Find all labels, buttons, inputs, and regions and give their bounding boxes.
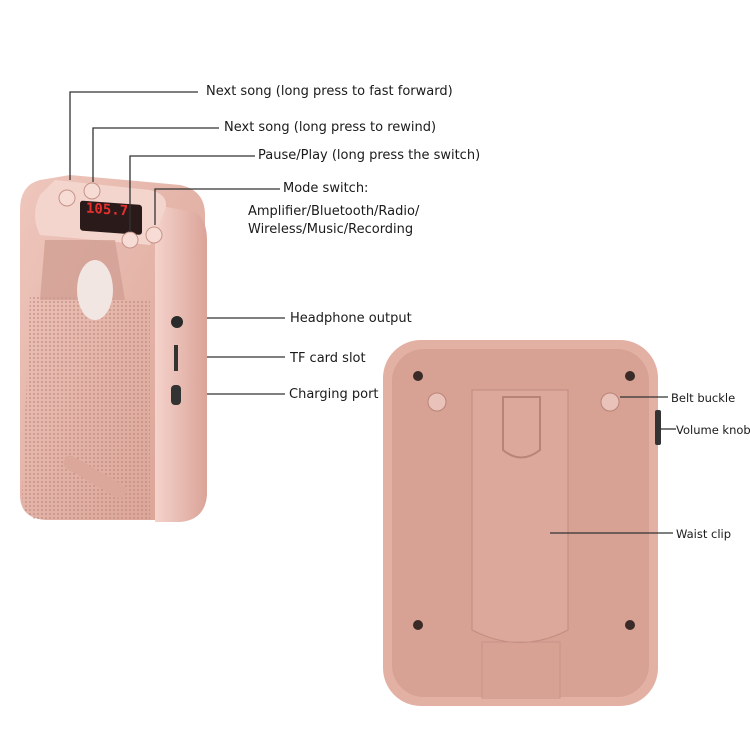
led-display <box>80 200 142 235</box>
belt-buckle-screw-left <box>427 392 447 412</box>
label-waist-clip: Waist clip <box>676 527 732 541</box>
front-device <box>20 175 207 522</box>
label-tf-slot: TF card slot <box>290 351 366 366</box>
back-device <box>383 340 661 706</box>
headphone-jack <box>171 316 183 328</box>
display-readout: 105.7 <box>86 200 129 220</box>
label-mode-switch: Mode switch: <box>283 181 369 196</box>
label-pause-play: Pause/Play (long press the switch) <box>258 148 481 163</box>
microphone <box>77 260 113 320</box>
button-next-rw <box>83 182 101 200</box>
button-mode <box>145 226 163 244</box>
callout-lines <box>69 91 676 534</box>
waist-clip <box>471 389 569 643</box>
label-headphone: Headphone output <box>290 311 412 326</box>
volume-knob <box>655 410 661 445</box>
label-next-song-ff: Next song (long press to fast forward) <box>206 84 453 99</box>
label-next-song-rw: Next song (long press to rewind) <box>224 120 437 135</box>
label-charging: Charging port <box>289 387 379 402</box>
charging-port <box>171 385 181 405</box>
tf-slot <box>174 345 178 371</box>
label-mode-list-1: Amplifier/Bluetooth/Radio/ <box>248 204 420 219</box>
label-mode-list-2: Wireless/Music/Recording <box>248 222 414 237</box>
belt-buckle-screw-right <box>600 392 620 412</box>
button-next-ff <box>58 189 76 207</box>
button-pause-play <box>121 231 139 249</box>
speaker-grille <box>22 295 150 520</box>
label-belt-buckle: Belt buckle <box>671 391 736 405</box>
side-panel <box>155 205 207 522</box>
label-volume-knob: Volume knob <box>676 423 750 437</box>
